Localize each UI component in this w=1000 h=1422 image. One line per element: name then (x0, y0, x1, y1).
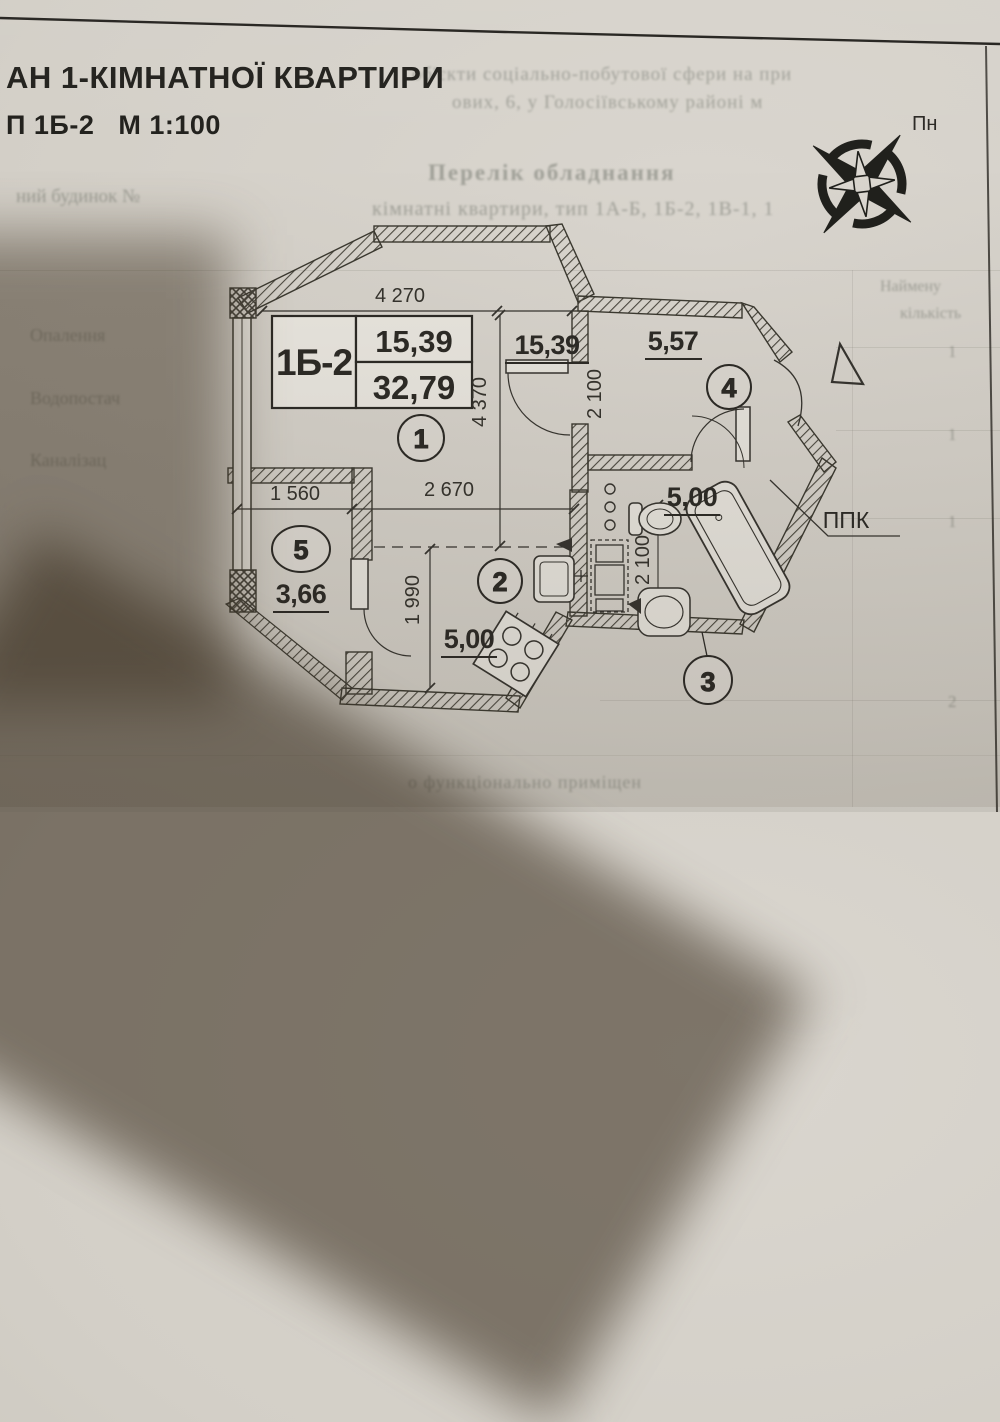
dim-width-top: 4 270 (375, 285, 425, 307)
right-border-line (985, 45, 998, 812)
kitchen-area-label: 5,00 (444, 624, 495, 654)
top-border-line (0, 16, 1000, 46)
living-area-value: 15,39 (375, 324, 453, 359)
compass-north-label: Пн (912, 113, 937, 135)
dim-nook: 1 990 (402, 575, 424, 625)
compass-icon: Пн (812, 113, 937, 234)
page-subtitle-type-scale: П 1Б-2 М 1:100 (6, 110, 221, 140)
total-area-value: 32,79 (373, 369, 456, 406)
toilet (628, 502, 682, 536)
dim-kitchen-width: 2 670 (424, 479, 474, 501)
hook-icon (604, 501, 616, 513)
door-arc-balcony (363, 608, 412, 657)
door-arc-bath-2 (691, 415, 745, 469)
vent-marker-icon (556, 538, 572, 552)
floor-plan-drawing: Пн (0, 16, 1000, 812)
wall-corridor-right-lower (571, 423, 589, 493)
window-left (232, 317, 252, 571)
wall-topright-diagonal (544, 223, 595, 303)
door-arc-room (507, 372, 571, 436)
wall-bottom (339, 687, 521, 713)
unit-type-label: 1Б-2 (276, 342, 352, 383)
wall-balcony-diagonal (224, 597, 353, 701)
wall-balcony-right (351, 467, 373, 561)
room-number-3: 3 (700, 667, 715, 697)
sink-marker-icon (628, 598, 641, 614)
entry-triangle-marker (830, 340, 865, 386)
page-title: АН 1-КІМНАТНОЇ КВАРТИРИ (6, 60, 445, 95)
kitchen-sink (533, 538, 588, 603)
doors (350, 340, 865, 657)
dim-height-left: 4 370 (469, 377, 491, 427)
kitchen-fixtures (472, 538, 588, 698)
door-arc-entry (773, 359, 803, 427)
washing-machine (590, 539, 629, 613)
wall-entry-corner (740, 301, 793, 364)
room-number-circles: 1 2 3 4 5 (271, 364, 752, 705)
room-number-2: 2 (492, 567, 507, 597)
wall-hallway-top (577, 295, 743, 319)
bath-sink (628, 587, 691, 637)
stove (472, 610, 560, 698)
bath-area-label: 5,00 (667, 482, 718, 512)
door-leaf-room (505, 359, 569, 374)
hook-icon (604, 519, 616, 531)
leader-room-3 (701, 631, 708, 657)
door-leaf-balcony (350, 558, 369, 610)
dim-hall-opening: 2 100 (584, 369, 606, 419)
room-number-1: 1 (413, 424, 428, 454)
ppk-leader-line (769, 479, 900, 537)
wall-topleft-diagonal (236, 230, 383, 314)
room-number-5: 5 (293, 535, 308, 565)
room-number-4: 4 (721, 373, 736, 403)
hall-area-label: 15,39 (514, 330, 580, 360)
wall-pier-top (229, 287, 257, 319)
balcony-area-label: 3,66 (276, 579, 327, 609)
wall-entry-lower (786, 414, 837, 474)
ppk-annotation: ППК (769, 479, 900, 537)
title-block: 1Б-2 15,39 32,79 (270, 314, 474, 410)
wall-top (373, 225, 551, 243)
door-leaf-bath (735, 406, 751, 462)
door-arc-bath (690, 408, 745, 463)
wall-bath-hall-divider (587, 454, 693, 471)
hook-icon (604, 483, 616, 495)
dim-balcony-width: 1 560 (270, 483, 320, 505)
dimension-texts: 4 270 4 370 2 100 1 560 2 670 1 990 2 10… (270, 285, 654, 625)
dim-bath-width: 2 100 (632, 535, 654, 585)
ppk-label: ППК (823, 507, 870, 533)
room-area-labels: 15,39 5,57 5,00 5,00 3,66 (273, 326, 720, 658)
hallway-area-label: 5,57 (648, 326, 699, 356)
